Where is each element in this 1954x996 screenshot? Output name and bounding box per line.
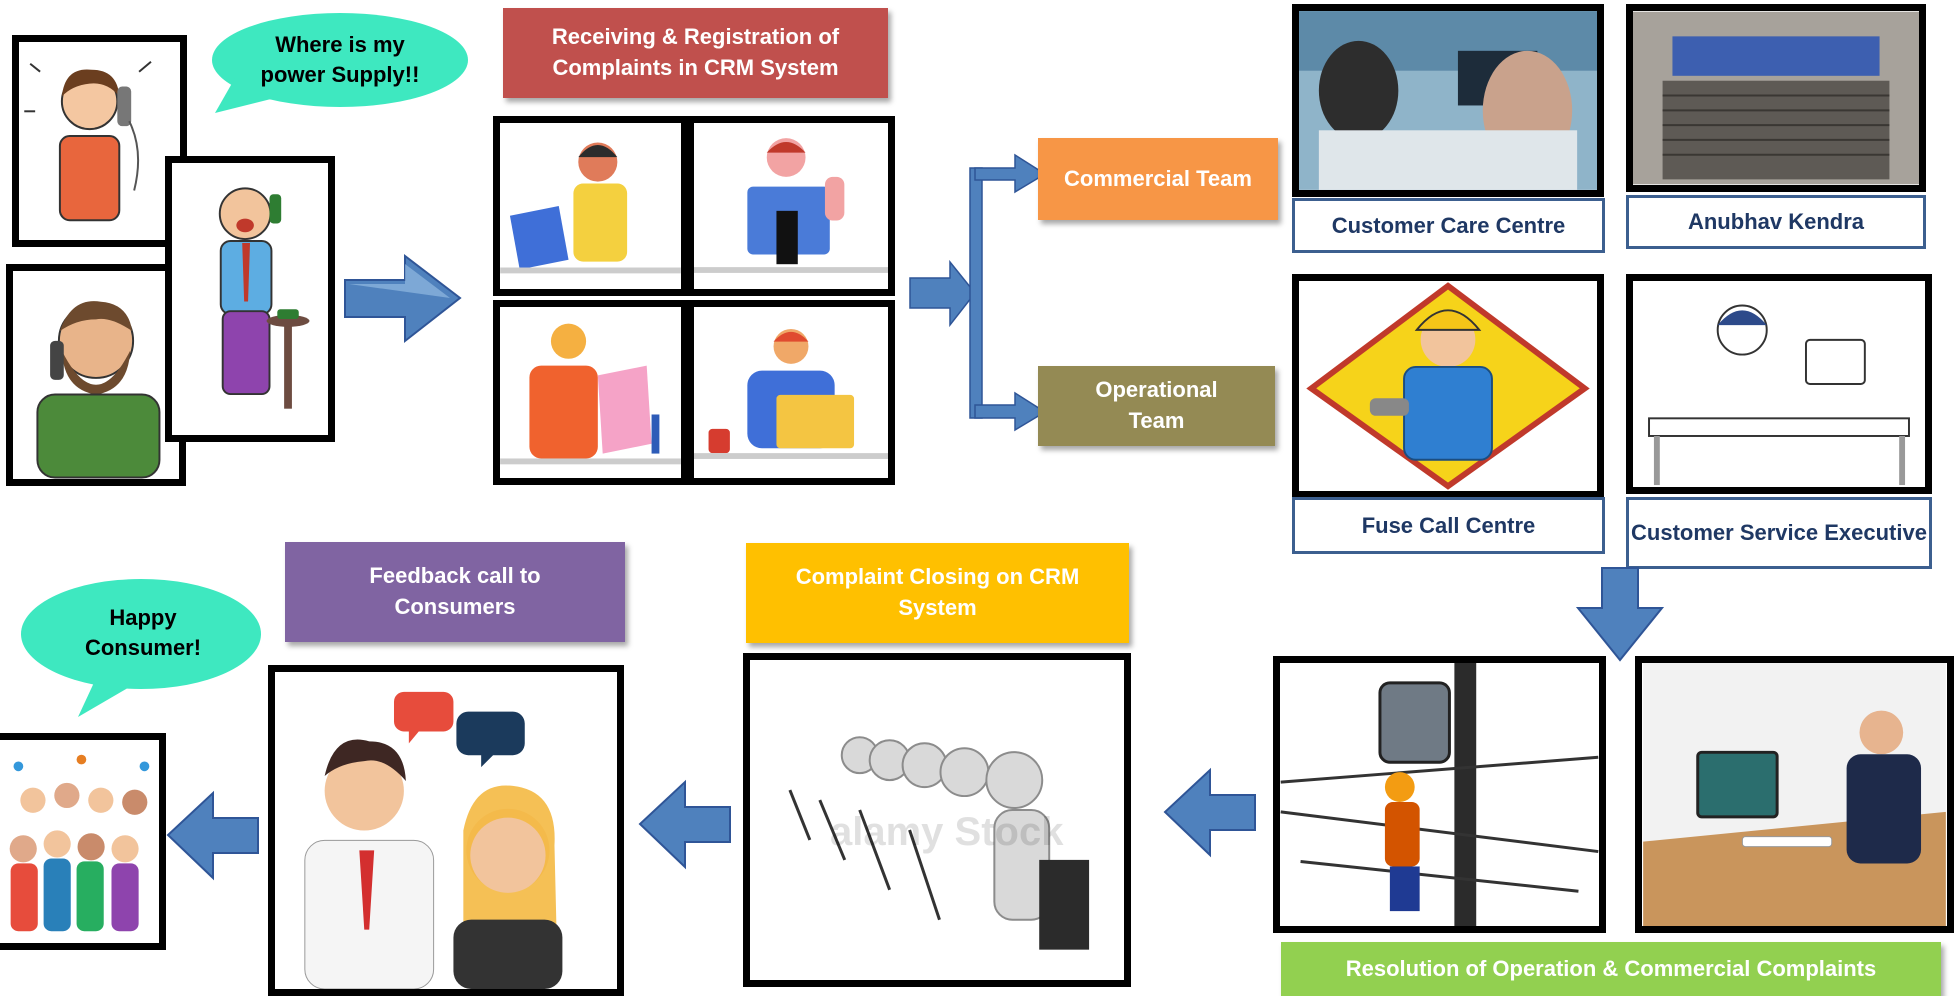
speech-bubble-happy [18, 574, 268, 719]
fuse-call-centre-label: Fuse Call Centre [1292, 497, 1605, 554]
feedback-call-image [268, 665, 624, 996]
agent-laptop-image [493, 116, 688, 296]
flow-arrow-left-2 [638, 779, 731, 870]
customer-service-executive-image [1626, 274, 1932, 494]
fuse-call-centre-image [1292, 274, 1604, 498]
speech-bubble-power-text: Where is my power Supply!! [260, 31, 420, 87]
agent-desktop-image [687, 116, 895, 296]
agent-headset-image [687, 300, 895, 485]
receiving-registration-banner: Receiving & Registration of Complaints i… [503, 8, 888, 98]
speech-bubble-shape [212, 13, 468, 113]
flow-arrow-right-1 [344, 253, 462, 344]
anubhav-kendra-photo [1626, 4, 1926, 192]
flow-arrow-down [1575, 567, 1665, 662]
caller-bearded-man-image [6, 264, 186, 486]
happy-consumers-crowd-image [0, 733, 166, 950]
speech-bubble-power [205, 8, 475, 118]
speech-bubble-happy-text: Happy Consumer! [84, 605, 202, 660]
speech-bubble-happy-shape [21, 579, 261, 717]
split-flow-arrow [905, 150, 1050, 432]
complaint-closing-banner: Complaint Closing on CRM System [746, 543, 1129, 643]
resolution-banner: Resolution of Operation & Commercial Com… [1281, 942, 1941, 996]
caller-woman-image [12, 35, 187, 247]
flow-arrow-left-3 [166, 790, 259, 881]
anubhav-kendra-label: Anubhav Kendra [1626, 195, 1926, 249]
crm-agents-row-image: alamy Stock [743, 653, 1131, 987]
caller-shouting-man-image [165, 156, 335, 442]
customer-service-executive-label: Customer Service Executive [1626, 497, 1932, 569]
customer-care-centre-photo [1292, 4, 1604, 197]
watermark-text: alamy Stock [830, 810, 1064, 854]
customer-care-centre-label: Customer Care Centre [1292, 198, 1605, 253]
commercial-team-banner: Commercial Team [1038, 138, 1278, 220]
flow-arrow-left-1 [1163, 767, 1256, 858]
operational-team-banner: Operational Team [1038, 366, 1275, 446]
computer-operator-image [1635, 656, 1954, 933]
agent-pink-laptop-image [493, 300, 688, 485]
lineman-on-pole-image [1273, 656, 1606, 933]
feedback-call-banner: Feedback call to Consumers [285, 542, 625, 642]
